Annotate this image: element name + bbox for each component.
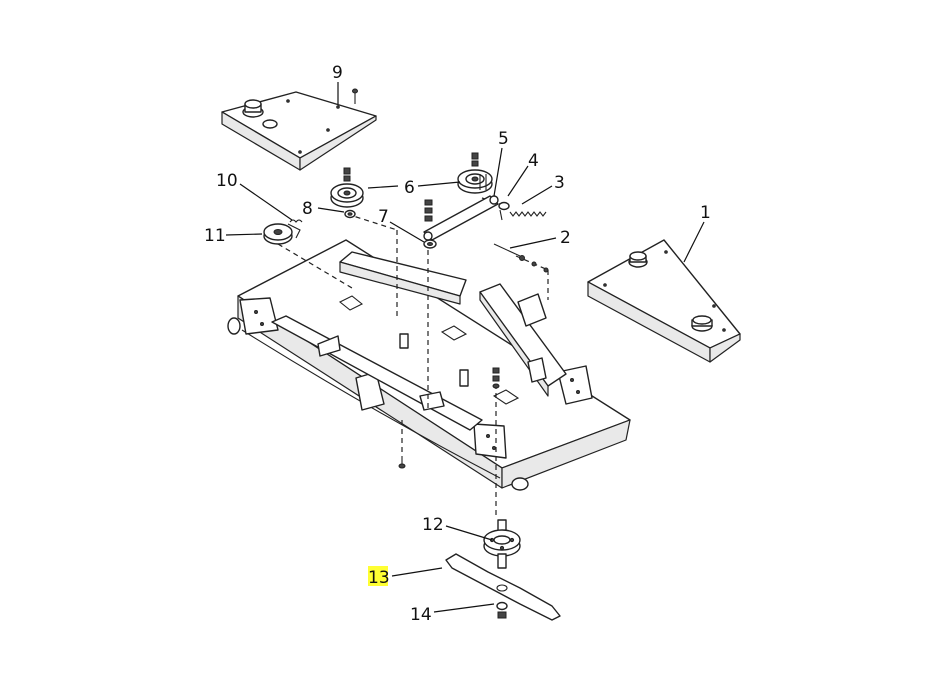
callout-5: 5 (498, 129, 509, 149)
part-10-idler-bracket[interactable] (287, 219, 303, 239)
part-1-right-belt-cover[interactable] (587, 239, 741, 363)
callout-11: 11 (204, 226, 226, 246)
part-7-spacer[interactable] (423, 199, 437, 249)
part-8-washer[interactable] (344, 209, 356, 219)
part-9-bolt (352, 88, 358, 104)
part-3-tension-spring[interactable] (509, 211, 547, 217)
callout-6: 6 (404, 178, 415, 198)
deck-bolt (398, 456, 406, 469)
mower-deck-housing[interactable] (227, 239, 631, 491)
callout-2: 2 (560, 228, 571, 248)
callout-7: 7 (378, 207, 389, 227)
part-4-bolt[interactable] (498, 201, 510, 221)
callout-13: 13 (368, 568, 390, 588)
callout-10: 10 (216, 171, 238, 191)
part-9-left-belt-cover[interactable] (221, 91, 377, 171)
callout-leader-lines (225, 82, 705, 613)
part-13-mower-blade[interactable] (445, 553, 561, 621)
callout-3: 3 (554, 173, 565, 193)
part-5-idler-arm[interactable] (423, 174, 499, 241)
part-2-eye-bolt[interactable] (493, 243, 549, 273)
part-11-idler-pulley[interactable] (263, 223, 293, 245)
callout-12: 12 (422, 515, 444, 535)
part-14-blade-nut[interactable] (496, 601, 508, 619)
callout-9: 9 (332, 63, 343, 83)
callout-14: 14 (410, 605, 432, 625)
part-6-pulley-right[interactable] (457, 152, 493, 194)
callout-8: 8 (302, 199, 313, 219)
spindle-nuts (492, 367, 500, 389)
callout-13-highlight (368, 566, 388, 586)
callout-4: 4 (528, 151, 539, 171)
callout-1: 1 (700, 203, 711, 223)
part-12-spindle-assembly[interactable] (483, 519, 521, 569)
part-6-pulley-left[interactable] (330, 167, 364, 208)
